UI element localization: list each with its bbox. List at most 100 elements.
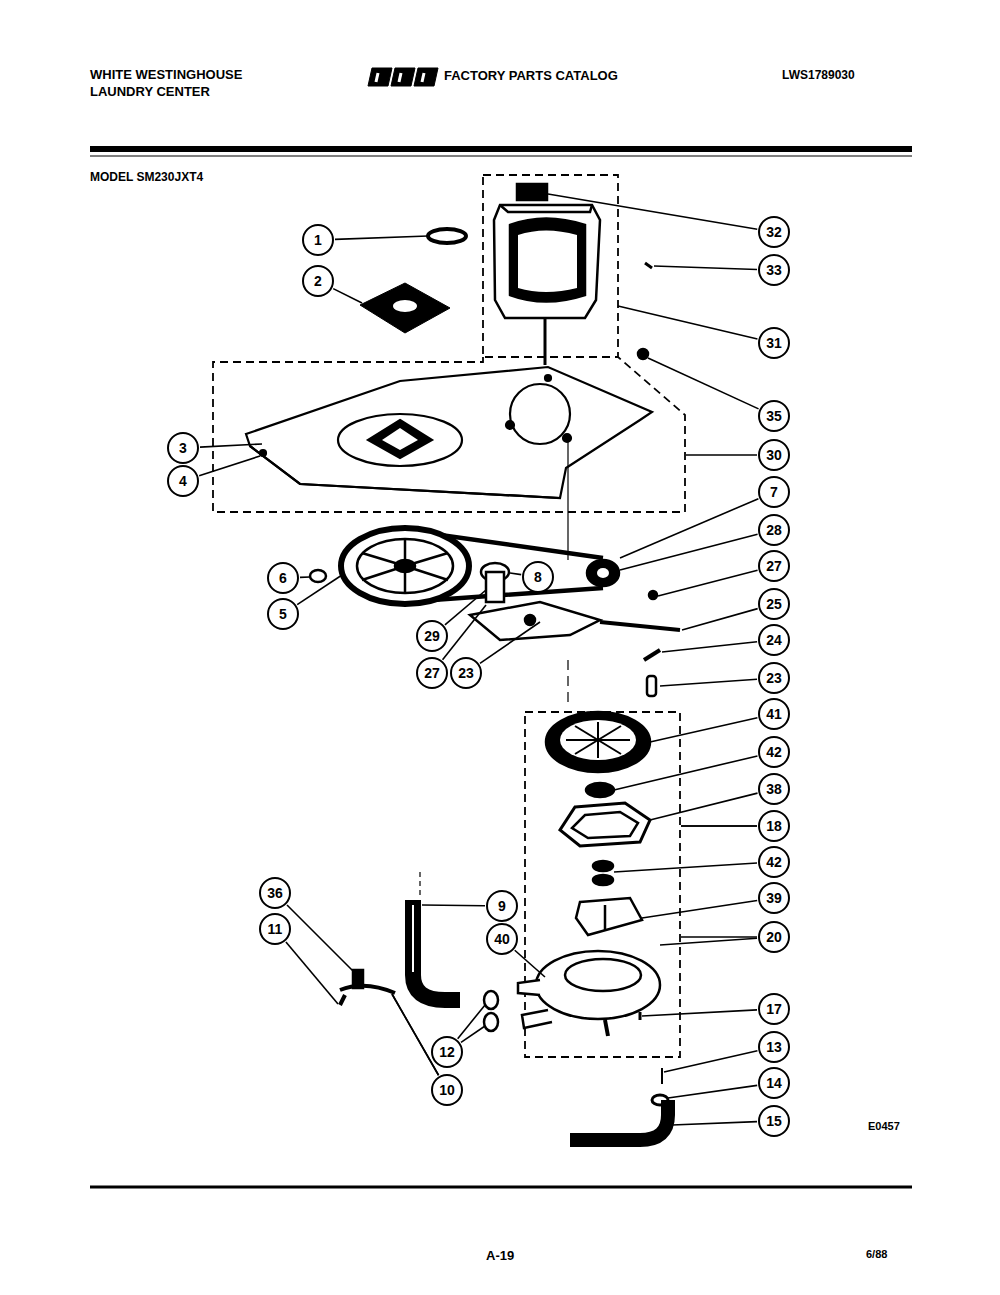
callout-number: 33 xyxy=(758,254,790,286)
pump-assembly xyxy=(518,660,660,1036)
callout-number: 8 xyxy=(522,561,554,593)
callout-text: 33 xyxy=(766,263,782,277)
leader-line xyxy=(620,534,758,570)
callout-number: 13 xyxy=(758,1031,790,1063)
callout-text: 14 xyxy=(766,1076,782,1090)
callout-number: 24 xyxy=(758,624,790,656)
callout-text: 36 xyxy=(267,886,283,900)
leader-line xyxy=(650,793,758,820)
callout-text: 4 xyxy=(179,474,187,488)
ring-part xyxy=(428,229,466,243)
callout-number: 25 xyxy=(758,588,790,620)
callout-number: 41 xyxy=(758,698,790,730)
catalog-title: WHITE WESTINGHOUSE LAUNDRY CENTER xyxy=(90,66,275,100)
leader-line xyxy=(287,905,360,978)
catalog-name: FACTORY PARTS CATALOG xyxy=(444,68,618,83)
leader-line xyxy=(515,950,545,977)
leader-line xyxy=(443,605,486,660)
pulley-belt xyxy=(310,528,680,696)
callout-number: 20 xyxy=(758,921,790,953)
date-code: 6/88 xyxy=(866,1248,887,1260)
leader-line xyxy=(614,863,757,872)
leader-line xyxy=(686,454,757,456)
header-rule xyxy=(90,156,912,157)
callout-text: 38 xyxy=(766,782,782,796)
callout-number: 30 xyxy=(758,439,790,471)
leader-line xyxy=(333,289,362,303)
leader-line xyxy=(445,590,486,625)
callout-text: 7 xyxy=(770,485,778,499)
leader-line xyxy=(422,904,485,906)
leader-line xyxy=(654,266,757,269)
callout-text: 23 xyxy=(766,671,782,685)
model-number: MODEL SM230JXT4 xyxy=(90,170,203,184)
callout-text: 1 xyxy=(314,233,322,247)
leader-line xyxy=(681,825,757,827)
callout-text: 42 xyxy=(766,855,782,869)
callout-text: 27 xyxy=(766,559,782,573)
callout-text: 32 xyxy=(766,225,782,239)
callout-number: 29 xyxy=(416,620,448,652)
callout-number: 27 xyxy=(758,550,790,582)
callout-text: 24 xyxy=(766,633,782,647)
leader-line xyxy=(392,994,439,1075)
callout-text: 25 xyxy=(766,597,782,611)
callout-number: 23 xyxy=(450,657,482,689)
leader-line xyxy=(480,622,540,663)
callout-text: 29 xyxy=(424,629,440,643)
callout-text: 2 xyxy=(314,274,322,288)
leader-line xyxy=(681,936,757,938)
callout-number: 42 xyxy=(758,846,790,878)
callout-number: 4 xyxy=(167,465,199,497)
callout-number: 27 xyxy=(416,657,448,689)
leader-line xyxy=(668,1085,757,1098)
catalog-number: LWS1789030 xyxy=(782,68,855,82)
callout-number: 14 xyxy=(758,1067,790,1099)
callout-number: 39 xyxy=(758,882,790,914)
motor xyxy=(494,184,652,365)
callout-number: 28 xyxy=(758,514,790,546)
callout-text: 41 xyxy=(766,707,782,721)
callout-number: 1 xyxy=(302,224,334,256)
page-number: A-19 xyxy=(486,1248,514,1263)
leader-line xyxy=(548,194,757,229)
leader-line xyxy=(672,1122,757,1125)
leader-line xyxy=(642,901,757,918)
leader-line xyxy=(200,444,262,447)
callout-number: 18 xyxy=(758,810,790,842)
callout-number: 6 xyxy=(267,562,299,594)
callout-number: 42 xyxy=(758,736,790,768)
leader-line xyxy=(650,718,757,742)
callout-number: 36 xyxy=(259,877,291,909)
leader-line xyxy=(614,756,757,790)
leader-line xyxy=(681,825,757,827)
callout-number: 3 xyxy=(167,432,199,464)
hoses xyxy=(340,872,668,1140)
callout-text: 5 xyxy=(279,607,287,621)
callout-text: 15 xyxy=(766,1114,782,1128)
group-outline xyxy=(213,175,685,1057)
callout-text: 18 xyxy=(766,819,782,833)
callout-number: 38 xyxy=(758,773,790,805)
leader-line xyxy=(297,575,342,605)
footer-rule xyxy=(90,1186,912,1189)
leader-line xyxy=(199,456,260,476)
leader-line xyxy=(510,573,521,575)
leader-line xyxy=(618,306,757,339)
callout-text: 10 xyxy=(439,1083,455,1097)
callout-text: 23 xyxy=(458,666,474,680)
callout-text: 13 xyxy=(766,1040,782,1054)
leader-line xyxy=(662,642,757,652)
callout-text: 28 xyxy=(766,523,782,537)
callout-text: 30 xyxy=(766,448,782,462)
callout-text: 12 xyxy=(439,1045,455,1059)
callout-number: 32 xyxy=(758,216,790,248)
leader-line xyxy=(660,938,757,945)
callout-number: 2 xyxy=(302,265,334,297)
base-plate xyxy=(246,367,652,560)
pad-part xyxy=(360,283,450,333)
callout-number: 10 xyxy=(431,1074,463,1106)
callout-number: 15 xyxy=(758,1105,790,1137)
